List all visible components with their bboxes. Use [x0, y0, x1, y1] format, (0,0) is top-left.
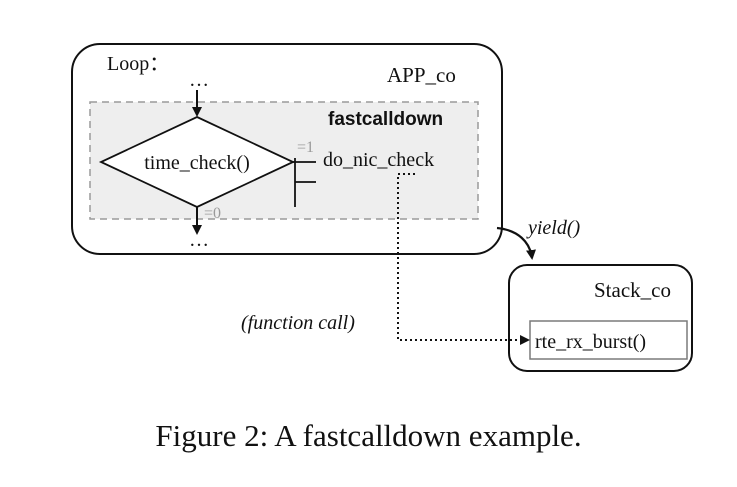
app-co-box — [71, 43, 503, 255]
rte-rx-burst-box — [529, 320, 688, 360]
function-call-path — [397, 173, 530, 345]
figure-caption: Figure 2: A fastcalldown example. — [155, 418, 582, 453]
fastcalldown-label: fastcalldown — [328, 109, 443, 130]
eq1-label: =1 — [297, 139, 314, 156]
function-call-label: (function call) — [241, 312, 355, 334]
eq0-label: =0 — [204, 205, 221, 222]
stack-co-box — [508, 264, 693, 372]
yield-arrow — [496, 226, 536, 260]
time-check-label: time_check() — [144, 152, 250, 174]
app-co-label: APP_co — [387, 63, 456, 87]
rte-rx-burst-label: rte_rx_burst() — [535, 331, 646, 353]
do-nic-check-label: do_nic_check — [323, 149, 434, 171]
stack-co-label: Stack_co — [594, 278, 671, 302]
ellipsis-bottom: … — [189, 229, 209, 251]
ellipsis-top: … — [189, 69, 209, 91]
loop-label: Loop： — [107, 53, 169, 75]
yield-label: yield() — [526, 217, 581, 239]
